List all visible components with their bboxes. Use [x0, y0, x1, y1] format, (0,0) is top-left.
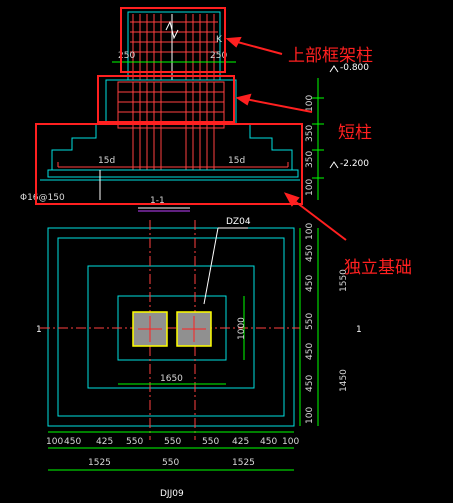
- plan-axes: [40, 220, 300, 440]
- plan-rdim-3: 450: [305, 275, 315, 292]
- plan-rtotal-1: 1550: [339, 269, 349, 292]
- leader-dz04: [203, 227, 219, 305]
- rebar-note: Φ16@150: [20, 193, 65, 203]
- plan-rdim-6: 450: [305, 375, 315, 392]
- sec-dim-1: 100: [305, 95, 315, 112]
- plan-btotal-3: 1525: [232, 458, 255, 468]
- elev-mark-bottom: [329, 161, 339, 169]
- plan-rdim-4: 550: [305, 313, 315, 330]
- sec-dim-4: 100: [305, 179, 315, 196]
- dim-15d-left: 15d: [98, 156, 115, 166]
- plan-rdim-1: 100: [305, 223, 315, 240]
- plan-rtotal-2: 1450: [339, 369, 349, 392]
- section-mark-left: 1: [36, 325, 42, 335]
- plan-bdim-4: 550: [126, 437, 143, 447]
- section-title: 1-1: [150, 196, 165, 206]
- plan-columns: [132, 311, 212, 347]
- short-column-rebar: [117, 81, 225, 170]
- plan-bottom-dims: [48, 431, 294, 471]
- footing-rebar: [57, 162, 289, 168]
- plan-bdim-1: 100: [46, 437, 63, 447]
- callout-upper-column: 上部框架柱: [288, 46, 373, 66]
- dim-right-250: 250: [210, 51, 227, 61]
- dim-left-250: 250: [118, 51, 135, 61]
- callout-arrows: [225, 36, 347, 241]
- k-mark: K: [216, 35, 223, 45]
- dim-15d-right: 15d: [228, 156, 245, 166]
- plan-bdim-2: 450: [64, 437, 81, 447]
- plan-bdim-3: 425: [96, 437, 113, 447]
- elev-bottom: -2.200: [340, 159, 369, 169]
- plan-bdim-9: 100: [282, 437, 299, 447]
- plan-rdim-2: 450: [305, 245, 315, 262]
- plan-btotal-1: 1525: [88, 458, 111, 468]
- plan-rdim-7: 100: [305, 407, 315, 424]
- plan-footer: DJJ09: [160, 489, 184, 499]
- section-mark-right: 1: [356, 325, 362, 335]
- plan-right-dims: [299, 228, 319, 426]
- callout-short-column: 短柱: [338, 123, 372, 143]
- plan-bdim-6: 550: [202, 437, 219, 447]
- callout-footing: 独立基础: [344, 258, 412, 278]
- plan-mark: DZ04: [226, 217, 251, 227]
- plan-outlines: [47, 227, 295, 427]
- plan-rdim-5: 450: [305, 343, 315, 360]
- dim-1000: 1000: [237, 317, 247, 340]
- elev-mark-top: [329, 65, 339, 73]
- section-right-dims: [312, 78, 324, 200]
- plan-btotal-2: 550: [162, 458, 179, 468]
- plan-bdim-7: 425: [232, 437, 249, 447]
- dim-1650: 1650: [160, 374, 183, 384]
- plan-bdim-5: 550: [164, 437, 181, 447]
- upper-column-rebar: [130, 14, 218, 80]
- footing-section: [40, 123, 300, 181]
- plan-bdim-8: 450: [260, 437, 277, 447]
- sec-dim-3: 350: [305, 151, 315, 168]
- sec-dim-2: 350: [305, 125, 315, 142]
- break-symbol: [165, 20, 179, 40]
- elev-top: -0.800: [340, 63, 369, 73]
- callout-boxes: [35, 7, 303, 205]
